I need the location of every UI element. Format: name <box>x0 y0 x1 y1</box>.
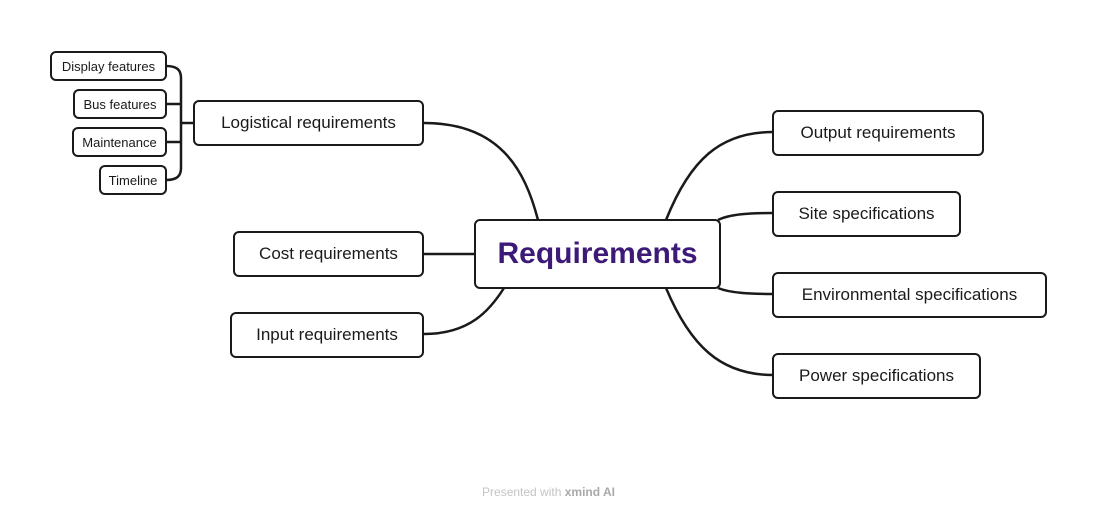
topic-logistical-requirements[interactable]: Logistical requirements <box>193 100 424 146</box>
link-environmental <box>717 286 774 296</box>
footer-prefix: Presented with <box>482 485 562 499</box>
footer-brand[interactable]: xmind AI <box>564 485 615 499</box>
link-sub-timeline <box>165 167 183 182</box>
subtopic-display-features[interactable]: Display features <box>50 51 167 81</box>
subtopic-timeline[interactable]: Timeline <box>99 165 167 195</box>
topic-power-specifications[interactable]: Power specifications <box>772 353 981 399</box>
subtopic-maintenance[interactable]: Maintenance <box>72 127 167 157</box>
link-output <box>664 130 774 221</box>
footer-credit: Presented with xmind AI <box>0 485 1097 499</box>
topic-cost-requirements[interactable]: Cost requirements <box>233 231 424 277</box>
link-logistical <box>423 121 540 221</box>
link-sub-display <box>165 64 183 79</box>
topic-input-requirements[interactable]: Input requirements <box>230 312 424 358</box>
topic-environmental-specifications[interactable]: Environmental specifications <box>772 272 1047 318</box>
link-input <box>423 287 506 336</box>
link-power <box>664 287 774 377</box>
link-site <box>717 211 774 222</box>
central-topic[interactable]: Requirements <box>474 219 721 289</box>
subtopic-bus-features[interactable]: Bus features <box>73 89 167 119</box>
topic-site-specifications[interactable]: Site specifications <box>772 191 961 237</box>
topic-output-requirements[interactable]: Output requirements <box>772 110 984 156</box>
